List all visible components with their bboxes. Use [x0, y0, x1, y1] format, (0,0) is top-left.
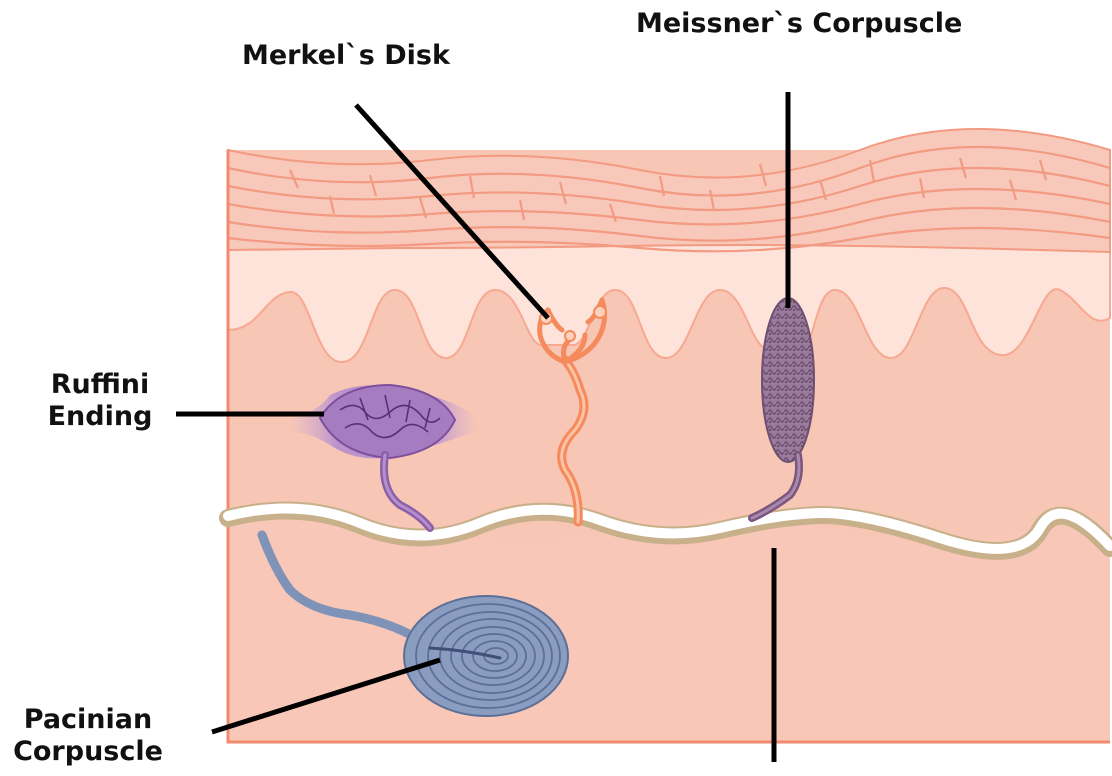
pacinian-label-line2: Corpuscle: [0, 736, 176, 768]
merkel-disk-label: Merkel`s Disk: [242, 40, 450, 72]
ruffini-label-line2: Ending: [40, 401, 160, 433]
meissner-corpuscle-label: Meissner`s Corpuscle: [636, 8, 962, 40]
pacinian-corpuscle-label: Pacinian Corpuscle: [0, 704, 176, 769]
ruffini-label-line1: Ruffini: [40, 369, 160, 401]
pacinian-label-line1: Pacinian: [0, 704, 176, 736]
ruffini-ending-label: Ruffini Ending: [40, 369, 160, 434]
